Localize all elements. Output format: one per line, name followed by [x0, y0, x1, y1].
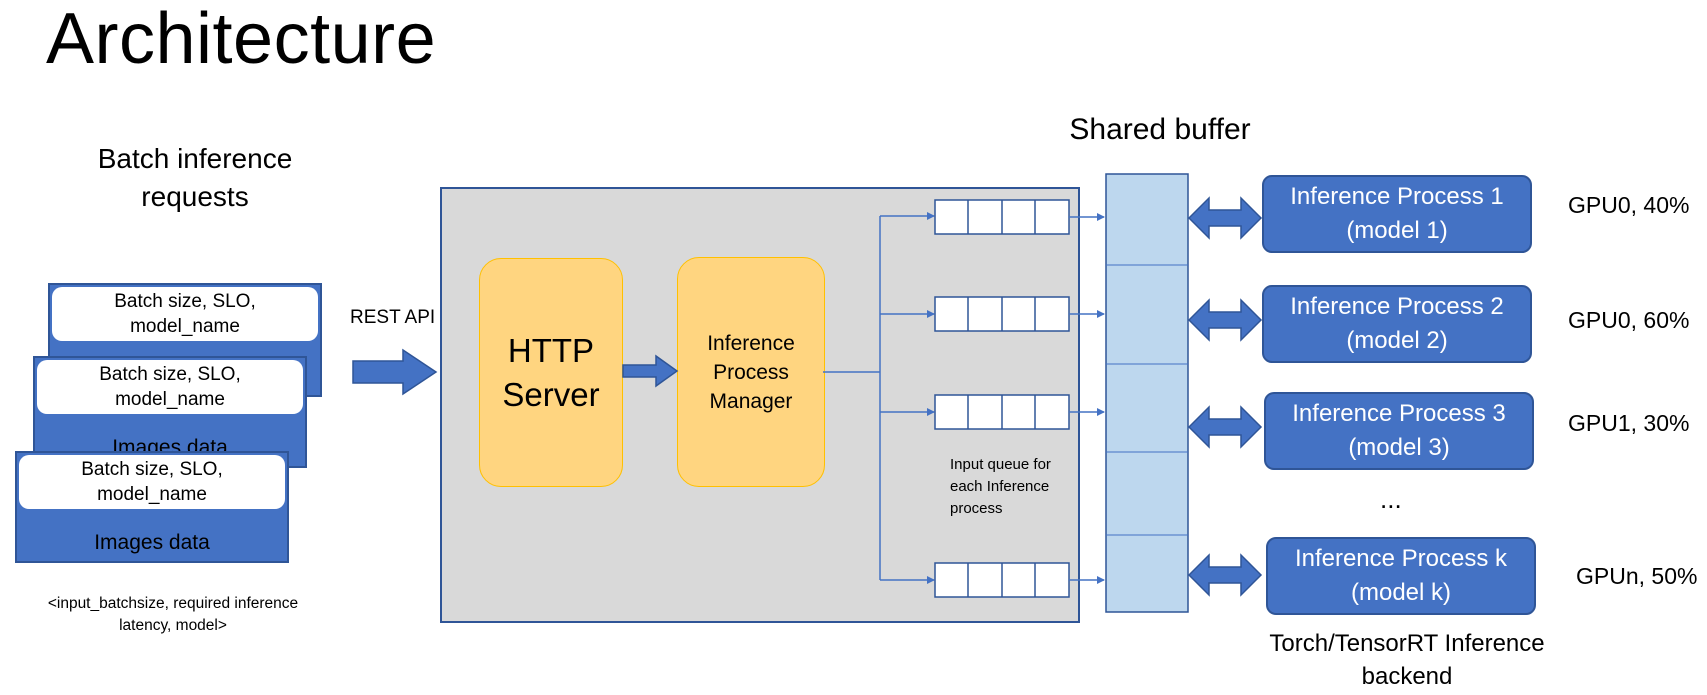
- manager-fanout: [823, 212, 935, 584]
- process-ellipsis: ...: [1380, 484, 1402, 514]
- input-queue-note-line1: Input queue for: [950, 456, 1051, 473]
- inference-process-2: Inference Process 2 (model 2): [1262, 285, 1532, 363]
- http-server-line2: Server: [502, 375, 600, 413]
- inference-manager-line3: Manager: [709, 389, 793, 413]
- request-format-note: <input_batchsize, required inference lat…: [28, 593, 318, 637]
- buffer-process-arrows: [1187, 196, 1263, 597]
- input-queue-note-line3: process: [950, 500, 1003, 517]
- gpu-label-1: GPU0, 40%: [1568, 192, 1690, 218]
- gpu-label-3: GPU1, 30%: [1568, 410, 1690, 436]
- http-server-box: HTTP Server: [479, 258, 623, 487]
- input-queue-1: [934, 199, 1070, 235]
- backend-label-line2: backend: [1361, 663, 1453, 690]
- inference-manager-line1: Inference: [707, 331, 795, 355]
- inference-process-3: Inference Process 3 (model 3): [1264, 392, 1534, 470]
- inference-manager-line2: Process: [713, 360, 789, 384]
- gpu-label-k: GPUn, 50%: [1576, 563, 1698, 589]
- rest-api-label: REST API: [350, 307, 436, 328]
- shared-buffer: [1105, 173, 1189, 613]
- http-server-line1: HTTP: [507, 331, 595, 369]
- inference-manager-box: Inference Process Manager: [677, 257, 825, 487]
- request-card-header: Batch size, SLO, model_name: [19, 455, 285, 509]
- request-card-header-line2: model_name: [115, 389, 225, 410]
- request-card-header-line1: Batch size, SLO,: [99, 364, 241, 385]
- request-card-header-line2: model_name: [97, 484, 207, 505]
- page-title: Architecture: [46, 0, 437, 79]
- gpu-label-2: GPU0, 60%: [1568, 307, 1690, 333]
- backend-label-line1: Torch/TensorRT Inference: [1269, 630, 1545, 657]
- inference-process-name: Inference Process 1: [1290, 183, 1504, 210]
- server-to-manager-arrow: [622, 354, 679, 388]
- request-card-header-line1: Batch size, SLO,: [114, 291, 256, 312]
- request-format-note-line1: <input_batchsize, required inference: [47, 595, 299, 612]
- input-queue-note-line2: each Inference: [950, 478, 1050, 495]
- request-card-header: Batch size, SLO, model_name: [37, 360, 303, 414]
- inference-process-model: (model 2): [1346, 327, 1448, 354]
- inference-process-name: Inference Process 3: [1292, 400, 1506, 427]
- inference-process-model: (model 1): [1346, 217, 1448, 244]
- request-format-note-line2: latency, model>: [119, 617, 227, 634]
- request-card-header: Batch size, SLO, model_name: [52, 287, 318, 341]
- batch-requests-heading-line1: Batch inference: [97, 143, 293, 174]
- input-queue-3: [934, 394, 1070, 430]
- shared-buffer-label: Shared buffer: [1069, 113, 1251, 146]
- inference-process-k: Inference Process k (model k): [1266, 537, 1536, 615]
- backend-label: Torch/TensorRT Inference backend: [1252, 627, 1562, 693]
- input-queue-k: [934, 562, 1070, 598]
- request-card-header-line2: model_name: [130, 316, 240, 337]
- inference-process-model: (model 3): [1348, 434, 1450, 461]
- request-card-middle: Batch size, SLO, model_name Images data: [33, 356, 307, 468]
- inference-process-model: (model k): [1350, 579, 1452, 606]
- request-card-header-line1: Batch size, SLO,: [81, 459, 223, 480]
- queue-to-buffer-arrows: [1069, 213, 1105, 584]
- input-queue-note: Input queue for each Inference process: [950, 454, 1051, 520]
- inference-process-1: Inference Process 1 (model 1): [1262, 175, 1532, 253]
- rest-api-arrow: [352, 348, 438, 396]
- batch-requests-heading: Batch inference requests: [60, 140, 330, 216]
- input-queue-2: [934, 296, 1070, 332]
- request-card-images-label: Images data: [94, 531, 210, 554]
- batch-requests-heading-line2: requests: [141, 181, 249, 212]
- request-card-front: Batch size, SLO, model_name Images data: [15, 451, 289, 563]
- inference-process-name: Inference Process 2: [1290, 293, 1504, 320]
- inference-process-name: Inference Process k: [1294, 545, 1508, 572]
